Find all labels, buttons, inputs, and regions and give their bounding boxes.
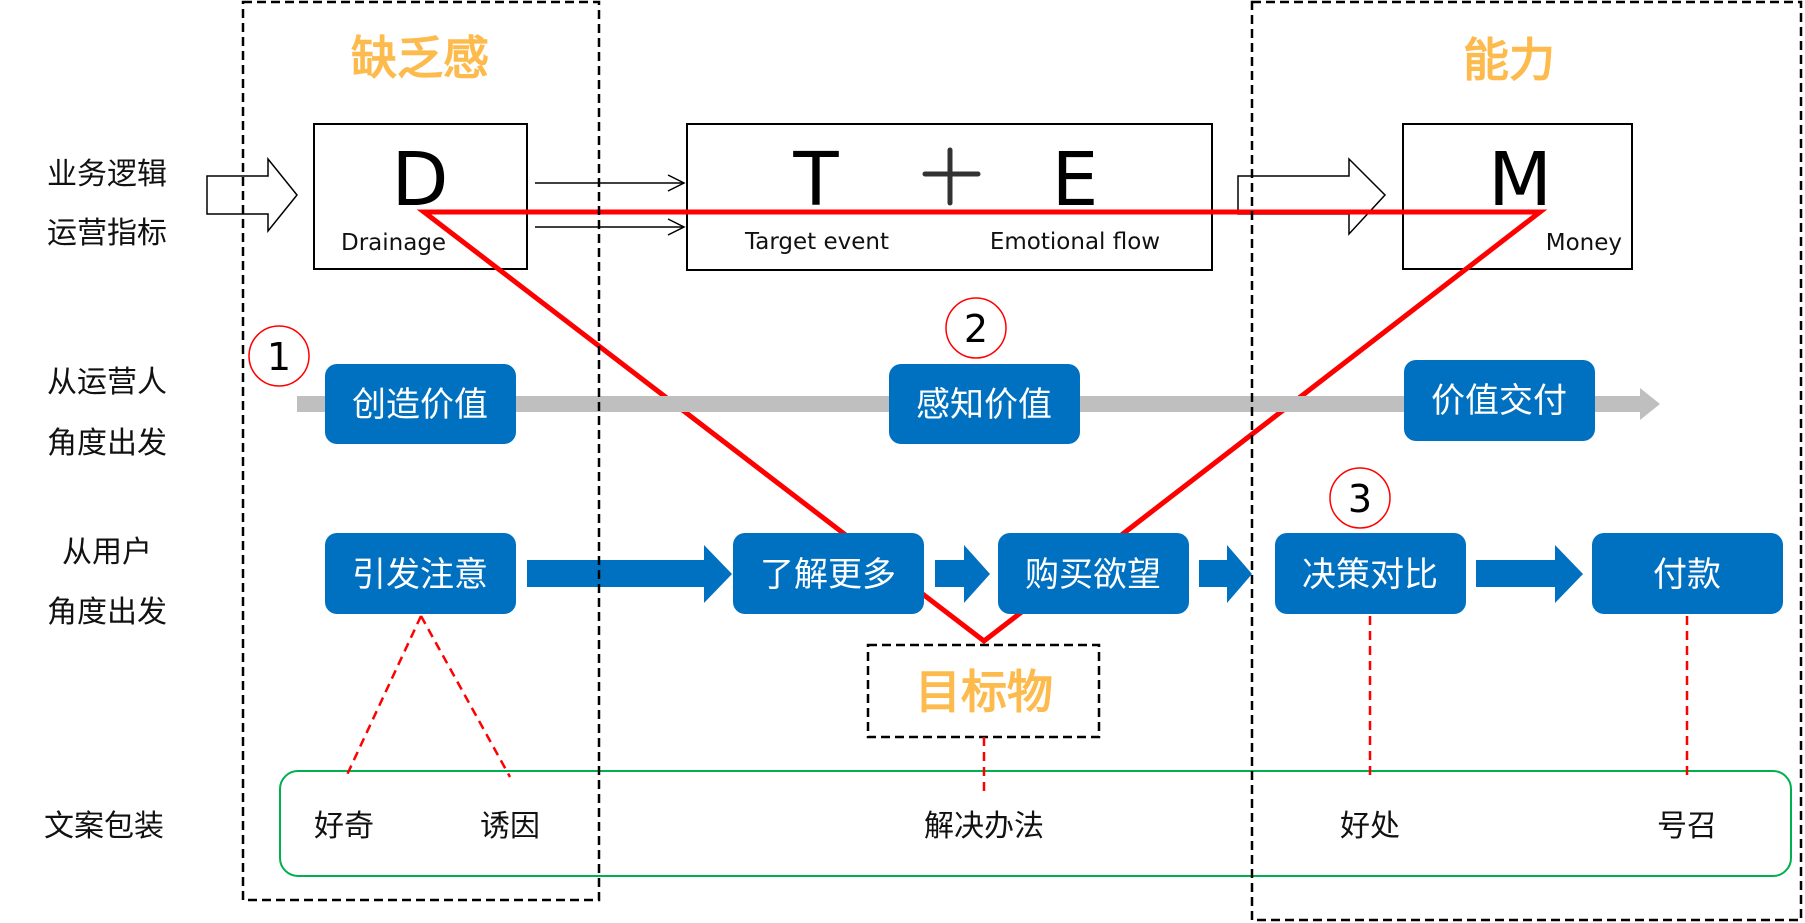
operator-step-deliver-value: 价值交付: [1404, 360, 1595, 441]
svg-text:1: 1: [267, 335, 291, 379]
m-box: [1402, 123, 1633, 270]
d-letter: D: [392, 137, 449, 223]
copy-item-incentive: 诱因: [480, 809, 540, 844]
copy-connectors: [344, 615, 1689, 796]
row-label-business-1: 业务逻辑: [47, 157, 167, 192]
e-letter: E: [1052, 137, 1099, 223]
user-step-desire: 购买欲望: [998, 533, 1189, 614]
marker-3: 3: [1329, 467, 1391, 529]
svg-text:价值交付: 价值交付: [1431, 381, 1567, 421]
user-step-compare: 决策对比: [1275, 533, 1466, 614]
row-label-operator-1: 从运营人: [47, 365, 167, 400]
row-label-copy: 文案包装: [44, 809, 164, 844]
m-caption: Money: [1546, 230, 1622, 256]
right-zone-title: 能力: [1463, 33, 1555, 87]
flow-arrow-1-icon: [527, 545, 732, 603]
svg-text:了解更多: 了解更多: [760, 555, 896, 595]
svg-text:感知价值: 感知价值: [916, 385, 1052, 425]
svg-text:创造价值: 创造价值: [352, 385, 488, 425]
svg-text:付款: 付款: [1653, 555, 1721, 595]
copy-item-benefit: 好处: [1340, 809, 1400, 844]
m-letter: M: [1488, 137, 1552, 223]
thin-arrow-upper-icon: [535, 174, 686, 192]
svg-text:3: 3: [1348, 477, 1372, 521]
row-label-operator-2: 角度出发: [47, 426, 167, 461]
row-label-user-1: 从用户: [62, 535, 152, 570]
svg-text:2: 2: [964, 307, 988, 351]
user-step-learn-more: 了解更多: [733, 533, 924, 614]
user-step-pay: 付款: [1592, 533, 1783, 614]
flow-arrow-3-icon: [1199, 545, 1252, 603]
svg-text:引发注意: 引发注意: [352, 555, 488, 595]
target-label: 目标物: [915, 665, 1053, 719]
t-letter: T: [792, 137, 839, 223]
flow-arrow-2-icon: [935, 545, 990, 603]
copy-item-solution: 解决办法: [924, 809, 1044, 844]
flow-arrow-4-icon: [1476, 545, 1583, 603]
t-caption: Target event: [744, 229, 889, 255]
marker-1: 1: [248, 325, 310, 387]
right-zone-dashed-box: [1250, 0, 1803, 922]
row-label-business-2: 运营指标: [47, 216, 167, 251]
thin-arrow-lower-icon: [535, 218, 686, 236]
user-step-attention: 引发注意: [325, 533, 516, 614]
d-box: [313, 123, 528, 270]
copy-box: [279, 770, 1792, 877]
hollow-arrow-to-m-icon: [1237, 157, 1387, 236]
svg-text:购买欲望: 购买欲望: [1025, 555, 1161, 595]
svg-text:决策对比: 决策对比: [1302, 555, 1438, 595]
row-label-user-2: 角度出发: [47, 595, 167, 630]
e-caption: Emotional flow: [990, 229, 1160, 255]
red-funnel-triangle: [416, 209, 1548, 645]
plus-icon: [922, 147, 981, 206]
copy-item-call-to-action: 号召: [1657, 809, 1717, 844]
d-caption: Drainage: [341, 230, 446, 256]
marker-2: 2: [945, 297, 1007, 359]
operator-step-create-value: 创造价值: [325, 364, 516, 444]
copy-item-curiosity: 好奇: [314, 809, 374, 844]
hollow-arrow-input-icon: [206, 156, 298, 234]
operator-step-perceive-value: 感知价值: [889, 364, 1080, 444]
left-zone-dashed-box: [241, 0, 601, 902]
left-zone-title: 缺乏感: [351, 31, 489, 85]
